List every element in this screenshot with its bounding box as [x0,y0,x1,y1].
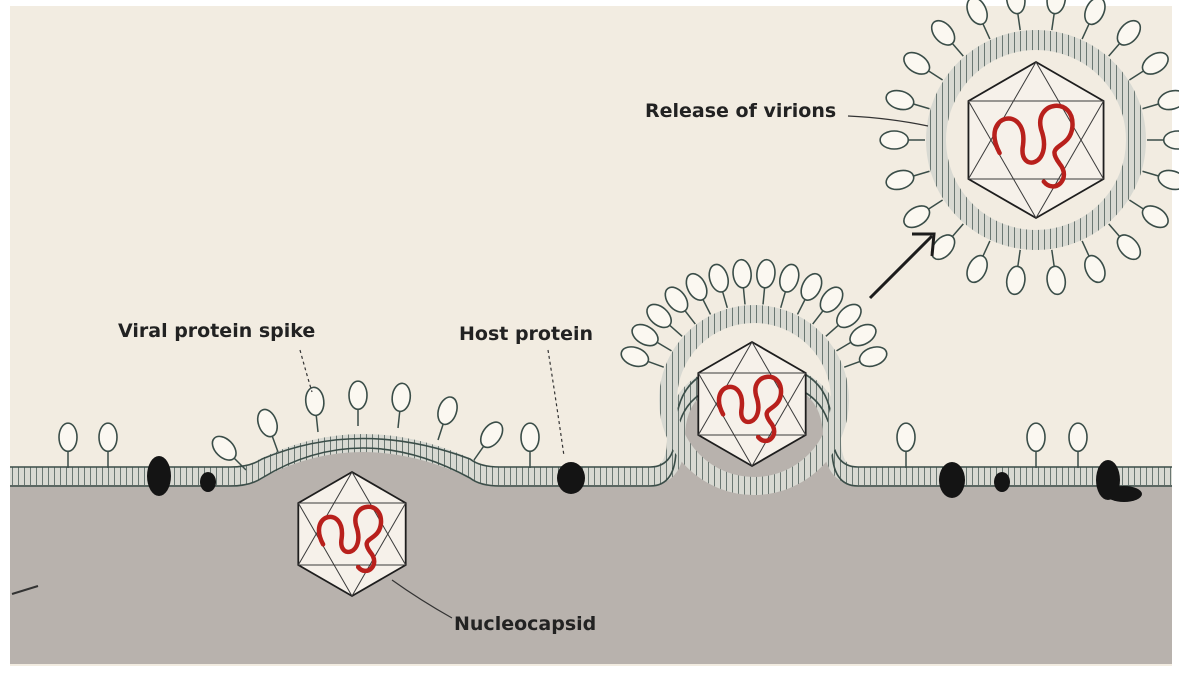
host-protein-blob-icon [147,456,171,496]
host-protein-blob-icon [200,472,216,492]
viral-protein-spike-label: Viral protein spike [118,320,315,342]
host-protein-blob-icon [939,462,965,498]
host-protein-label: Host protein [459,323,593,345]
nucleocapsid-label: Nucleocapsid [454,613,596,635]
release-of-virions-label: Release of virions [645,100,836,122]
host-protein-blob-icon [557,462,585,494]
host-protein-blob-icon [1106,486,1142,502]
host-protein-blob-icon [994,472,1010,492]
